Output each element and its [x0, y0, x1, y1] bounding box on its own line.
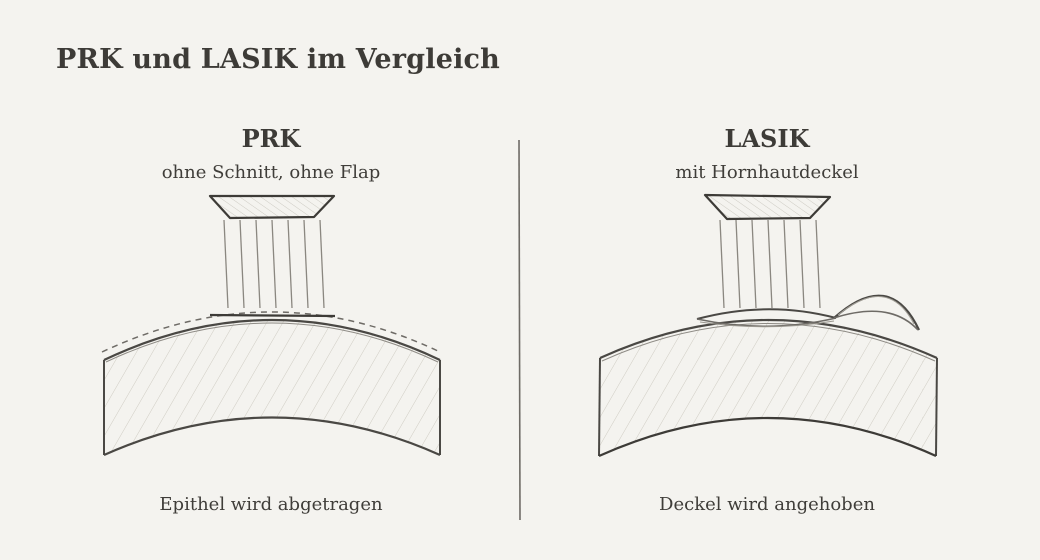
prk-epithelium-dashed	[101, 311, 441, 353]
page-title: PRK und LASIK im Vergleich	[56, 44, 501, 75]
lasik-heading: LASIK	[724, 124, 810, 153]
lasik-flap-lifted	[833, 294, 920, 331]
lasik-cornea-bottom	[598, 417, 937, 458]
lasik-flap-bed	[696, 308, 837, 320]
prk-cornea-bottom	[103, 416, 441, 457]
prk-cornea-hatch	[104, 320, 440, 455]
prk-diagram	[101, 194, 441, 457]
lasik-caption: Deckel wird angehoben	[659, 494, 875, 515]
prk-caption: Epithel wird abgetragen	[159, 494, 383, 515]
lasik-laser-beams	[719, 219, 821, 309]
lasik-laser-head	[703, 193, 832, 221]
prk-laser-beams	[223, 219, 325, 309]
prk-ablation-zone	[209, 313, 336, 318]
prk-heading: PRK	[241, 124, 301, 153]
prk-cornea-top	[103, 319, 441, 361]
prk-laser-head	[208, 194, 336, 220]
lasik-cornea-top	[599, 319, 938, 360]
panel-divider	[518, 139, 521, 521]
prk-subtitle: ohne Schnitt, ohne Flap	[161, 162, 381, 183]
lasik-diagram	[598, 193, 938, 458]
lasik-subtitle: mit Hornhautdeckel	[675, 162, 859, 183]
